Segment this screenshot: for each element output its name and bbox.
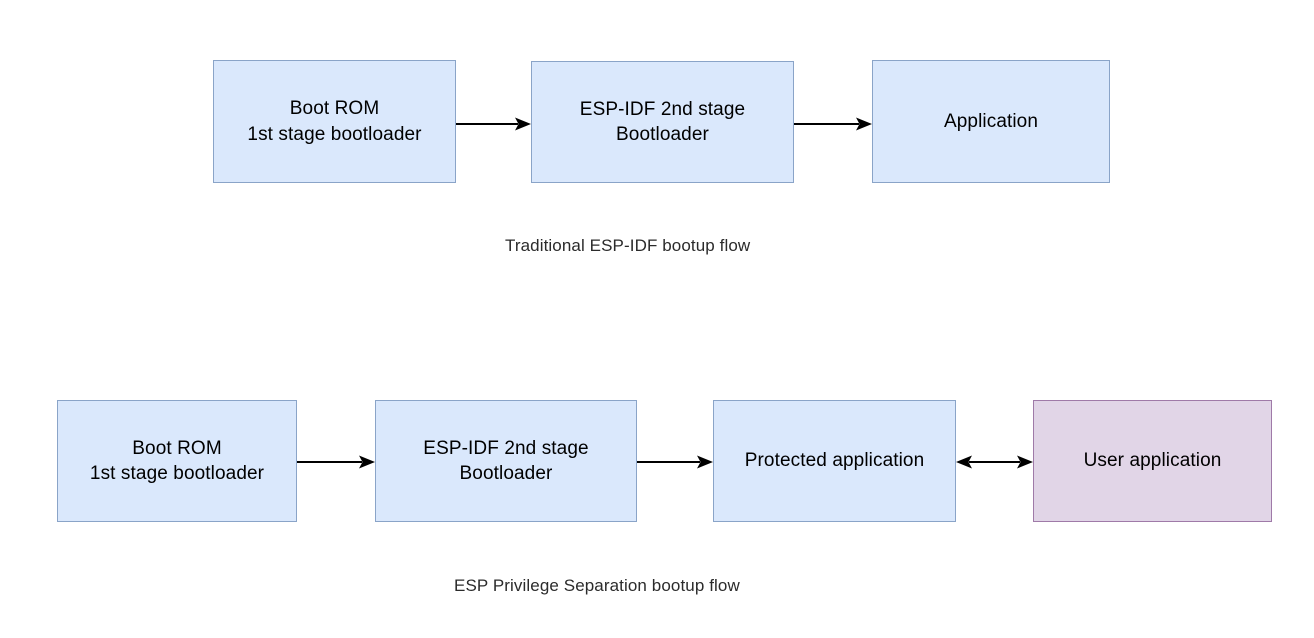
- node-protected-application-privsep[interactable]: Protected application: [713, 400, 956, 522]
- edge-boot-rom-to-second-stage-traditional: [456, 112, 531, 136]
- node-user-application-privsep[interactable]: User application: [1033, 400, 1272, 522]
- caption-traditional-flow: Traditional ESP-IDF bootup flow: [505, 236, 751, 255]
- caption-privilege-separation-flow: ESP Privilege Separation bootup flow: [454, 576, 740, 595]
- edge-boot-rom-to-second-stage-privsep: [297, 450, 375, 474]
- node-label: ESP-IDF 2nd stage Bootloader: [579, 98, 746, 145]
- node-label: Application: [943, 110, 1039, 132]
- edge-protected-application-to-user-application-privsep: [956, 450, 1033, 474]
- node-label: User application: [1083, 450, 1222, 472]
- node-label: ESP-IDF 2nd stage Bootloader: [423, 437, 589, 484]
- node-second-stage-bootloader-privsep[interactable]: ESP-IDF 2nd stage Bootloader: [375, 400, 637, 522]
- node-second-stage-bootloader-traditional[interactable]: ESP-IDF 2nd stage Bootloader: [531, 61, 794, 183]
- edge-second-stage-to-protected-application-privsep: [637, 450, 713, 474]
- node-label: Protected application: [744, 450, 925, 472]
- edge-second-stage-to-application-traditional: [794, 112, 872, 136]
- node-boot-rom-traditional[interactable]: Boot ROM 1st stage bootloader: [213, 60, 456, 183]
- node-boot-rom-privsep[interactable]: Boot ROM 1st stage bootloader: [57, 400, 297, 522]
- node-label: Boot ROM 1st stage bootloader: [89, 437, 265, 484]
- node-application-traditional[interactable]: Application: [872, 60, 1110, 183]
- node-label: Boot ROM 1st stage bootloader: [247, 98, 422, 145]
